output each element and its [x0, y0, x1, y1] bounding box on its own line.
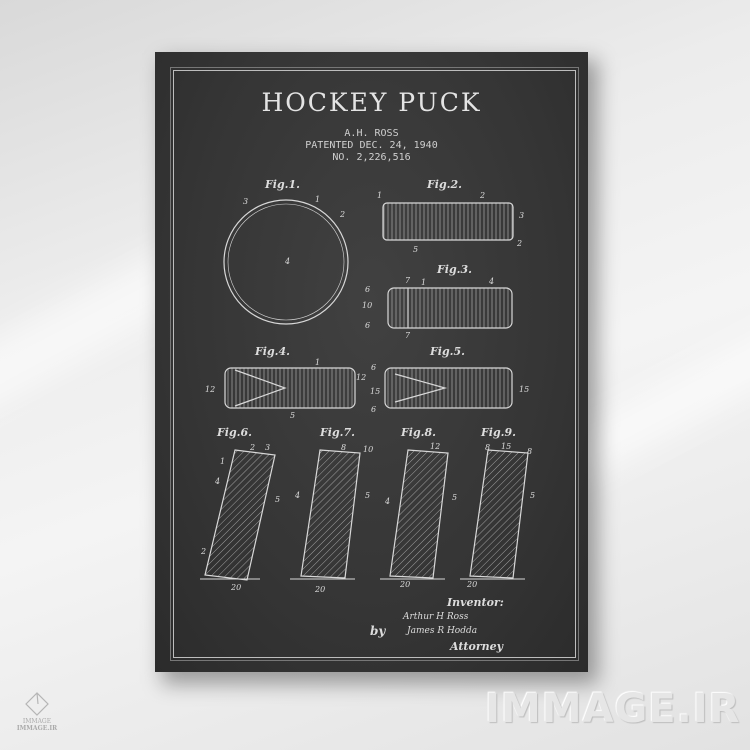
part-number-label: 15 — [501, 442, 511, 451]
part-number-label: 2 — [516, 239, 522, 248]
part-number-label: 12 — [205, 385, 215, 394]
part-number-label: 20 — [314, 585, 325, 594]
part-number-label: 3 — [519, 211, 524, 220]
part-number-label: 4 — [488, 277, 494, 286]
inventor-signature: Arthur H Ross — [402, 612, 469, 622]
fig1-puck-top — [223, 199, 349, 325]
part-number-label: 4 — [284, 257, 290, 266]
part-number-label: 1 — [421, 278, 426, 287]
part-number-label: 8 — [485, 443, 490, 452]
inventor-label: Inventor: — [446, 596, 504, 609]
fig5-puck-section — [384, 367, 513, 409]
part-number-label: 5 — [530, 491, 535, 500]
fig-label: Fig.4. — [254, 345, 290, 358]
logo-name: IMMAGE — [22, 718, 52, 725]
part-number-label: 15 — [370, 387, 380, 396]
part-number-label: 5 — [290, 411, 295, 420]
part-number-label: 8 — [527, 447, 532, 456]
part-number-label: 1 — [220, 457, 225, 466]
fig-label: Fig.8. — [400, 426, 436, 439]
logo-icon — [25, 692, 49, 716]
fig9-puck-tilted — [469, 449, 529, 579]
fig6-puck-tilted — [204, 449, 276, 581]
poster-title: HOCKEY PUCK — [261, 88, 482, 117]
attorney-label: Attorney — [449, 640, 505, 653]
part-number-label: 1 — [315, 195, 320, 204]
part-number-label: 1 — [377, 191, 382, 200]
part-number-label: 5 — [365, 491, 370, 500]
part-number-label: 2 — [249, 443, 255, 452]
part-number-label: 5 — [275, 495, 280, 504]
watermark-text: IMMAGE.IR — [485, 686, 741, 732]
part-number-label: 10 — [362, 301, 372, 310]
part-number-label: 2 — [200, 547, 206, 556]
fig4-insert — [234, 369, 287, 407]
part-number-label: 5 — [413, 245, 418, 254]
watermark-logo: IMMAGE IMMAGE.IR — [14, 690, 60, 732]
fig5-insert — [394, 373, 448, 403]
by-label: by — [370, 624, 386, 638]
part-number-label: 6 — [365, 285, 370, 294]
part-number-label: 20 — [466, 580, 477, 589]
part-number-label: 15 — [519, 385, 529, 394]
fig2-puck-side — [382, 202, 514, 241]
part-number-label: 6 — [371, 405, 376, 414]
part-number-label: 20 — [230, 583, 241, 592]
part-number-label: 12 — [430, 442, 440, 451]
patent-drawings: Fig.1. Fig.2. Fig.3. Fig.4. Fig.5. Fig.6… — [200, 178, 535, 653]
part-number-label: 5 — [452, 493, 457, 502]
part-number-label: 12 — [356, 373, 366, 382]
part-number-label: 3 — [265, 443, 270, 452]
part-number-label: 4 — [384, 497, 390, 506]
part-number-label: 2 — [339, 210, 345, 219]
part-number-label: 3 — [243, 197, 248, 206]
part-number-label: 20 — [399, 580, 410, 589]
signature-block: Inventor: Arthur H Ross by James R Hodda… — [370, 596, 505, 653]
fig1-puck-inner-ring — [227, 203, 345, 321]
fig7-puck-tilted — [300, 449, 361, 579]
part-number-label: 6 — [365, 321, 370, 330]
inventor-name: A.H. ROSS — [344, 128, 399, 139]
fig-label: Fig.5. — [429, 345, 465, 358]
canvas-print: HOCKEY PUCK A.H. ROSS PATENTED DEC. 24, … — [155, 52, 588, 672]
poster-border — [170, 67, 579, 661]
fig-label: Fig.1. — [264, 178, 300, 191]
part-number-label: 7 — [405, 331, 411, 340]
part-number-label: 8 — [341, 443, 346, 452]
patent-number: NO. 2,226,516 — [332, 152, 411, 163]
fig-label: Fig.9. — [480, 426, 516, 439]
fig3-puck-section — [387, 287, 513, 329]
fig8-puck-tilted — [389, 449, 449, 579]
attorney-signature: James R Hodda — [405, 626, 477, 636]
fig-label: Fig.3. — [436, 263, 472, 276]
part-number-label: 10 — [363, 445, 373, 454]
fig-label: Fig.2. — [426, 178, 462, 191]
fig-label: Fig.6. — [216, 426, 252, 439]
part-number-label: 4 — [294, 491, 300, 500]
patent-date: PATENTED DEC. 24, 1940 — [305, 140, 438, 151]
part-number-label: 7 — [405, 276, 411, 285]
part-number-label: 2 — [479, 191, 485, 200]
part-number-label: 1 — [315, 358, 320, 367]
part-number-label: 6 — [371, 363, 376, 372]
fig-label: Fig.7. — [319, 426, 355, 439]
part-number-label: 4 — [214, 477, 220, 486]
logo-subtitle: IMMAGE.IR — [16, 725, 58, 732]
